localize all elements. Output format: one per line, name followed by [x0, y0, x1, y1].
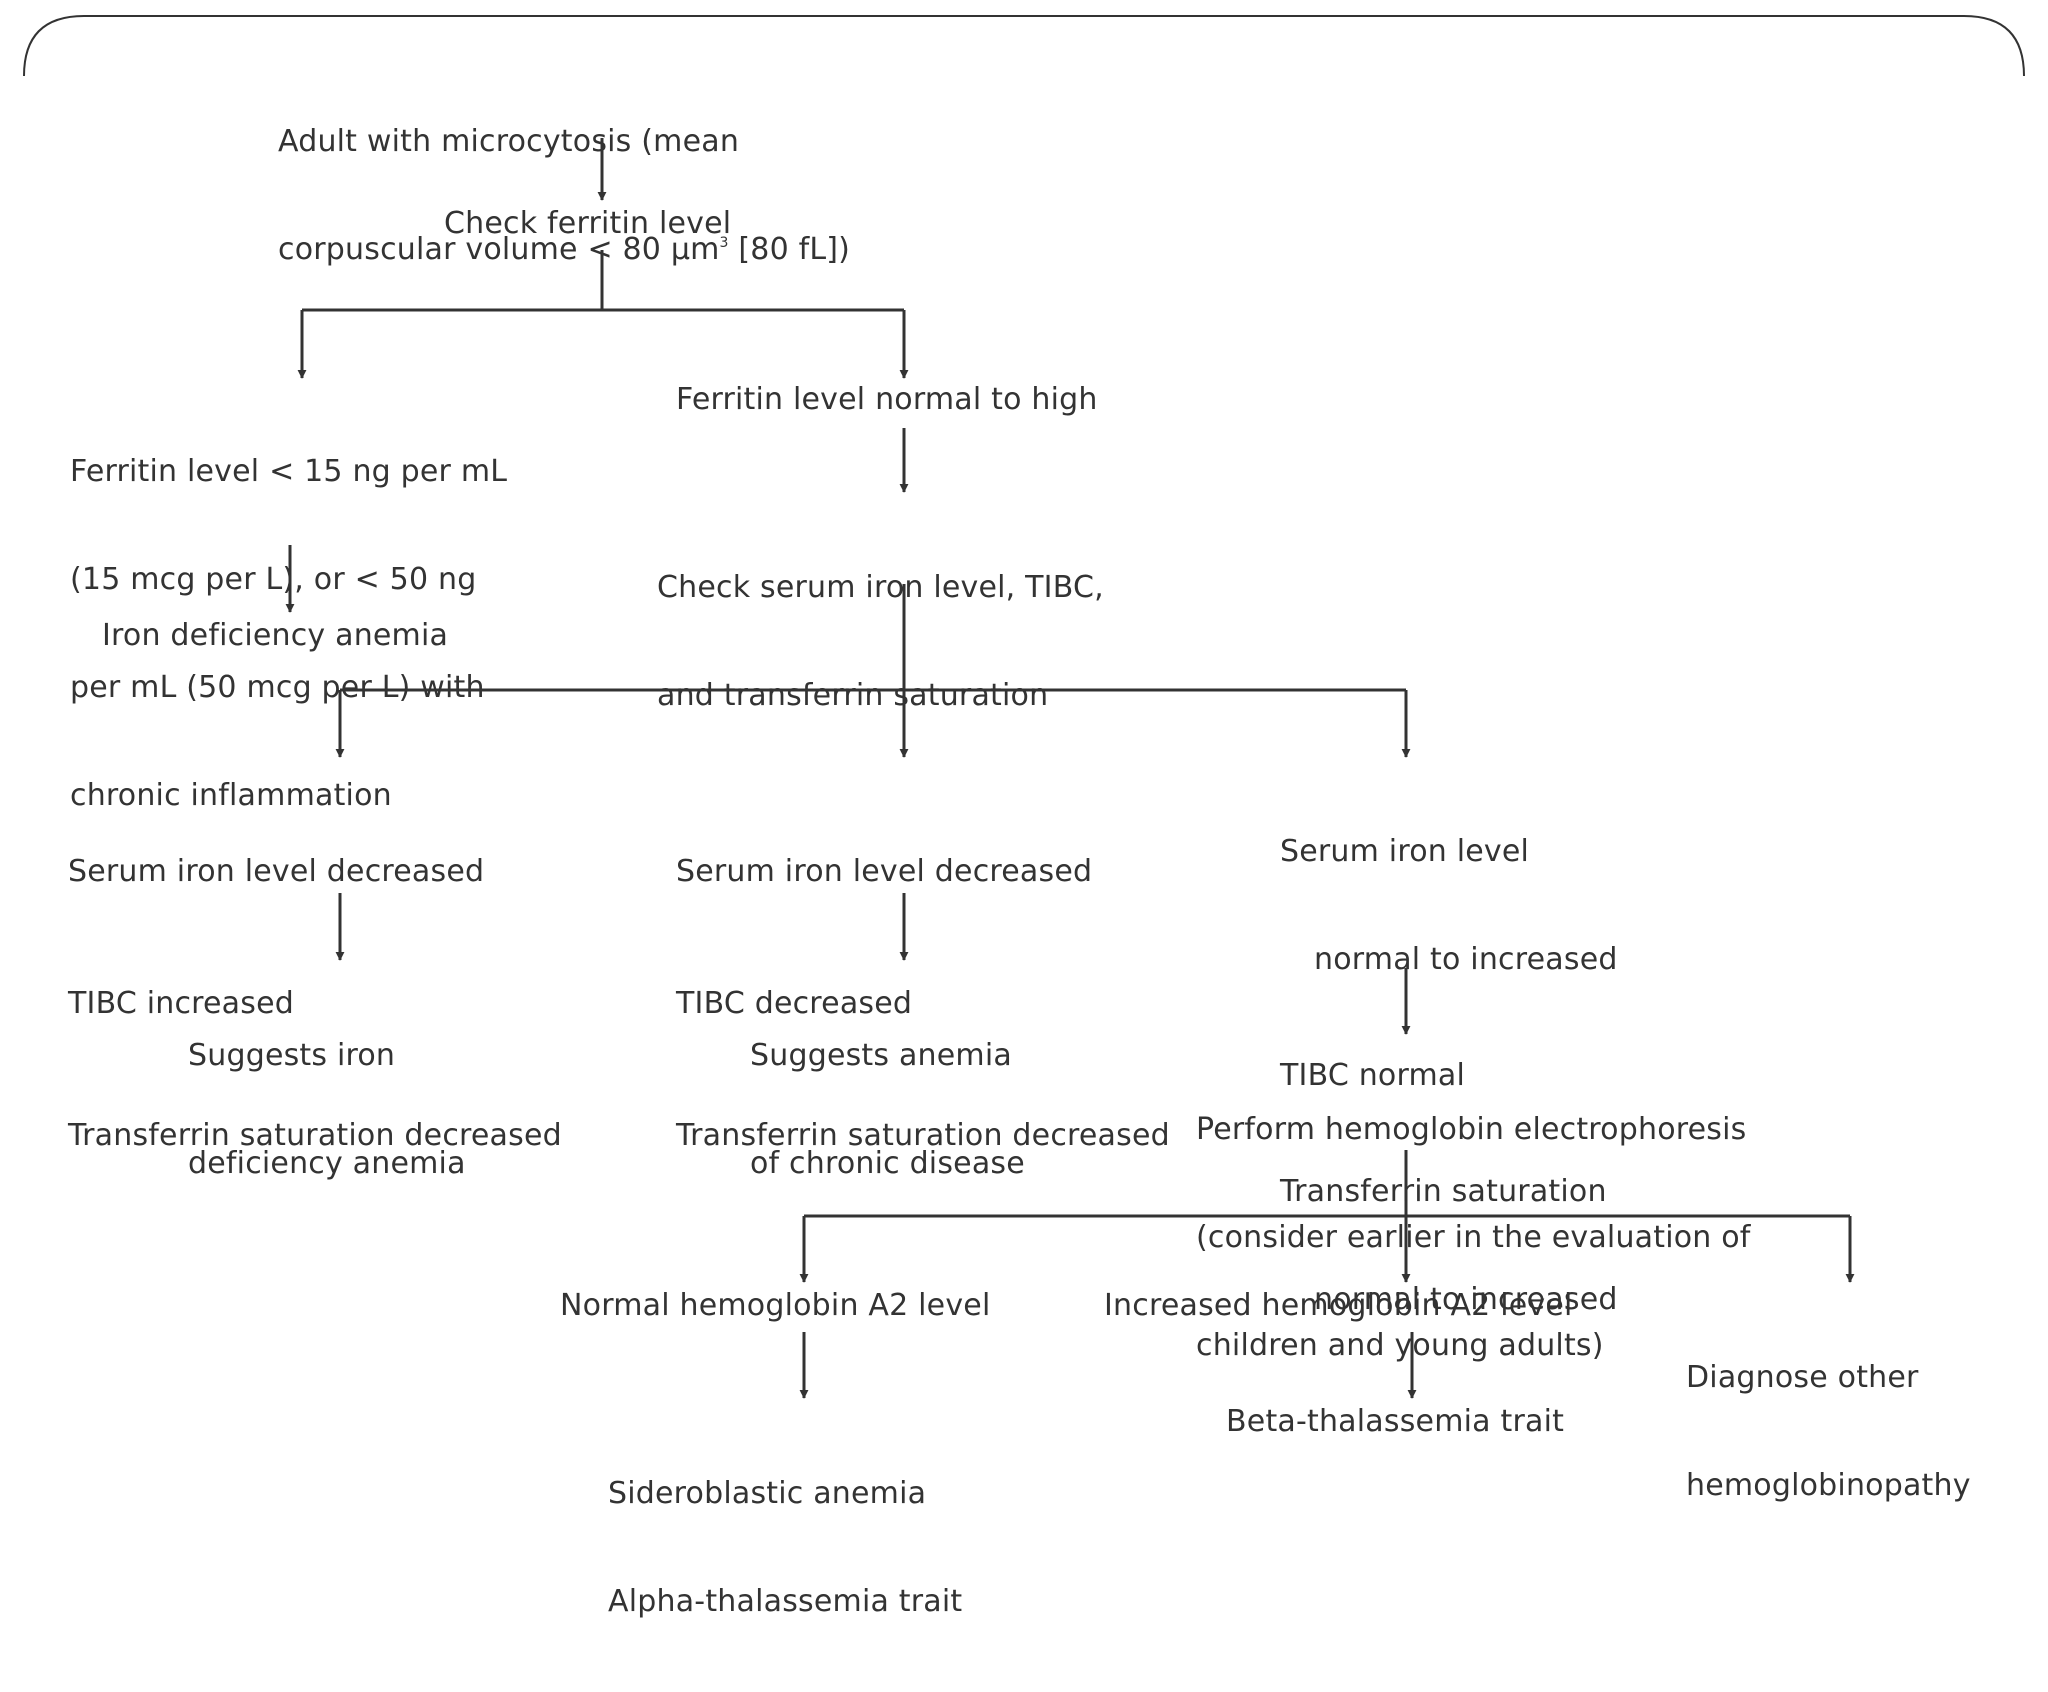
node-beta-thalassemia: Beta-thalassemia trait — [1226, 1404, 1565, 1439]
flowchart-canvas: Adult with microcytosis (mean corpuscula… — [23, 15, 2025, 1619]
node-check-serum-line: Check serum iron level, TIBC, — [657, 570, 1104, 605]
branch-b-serum: Serum iron level decreased — [676, 854, 1093, 889]
node-iron-deficiency-anemia: Iron deficiency anemia — [102, 618, 449, 653]
node-electrophoresis: Perform hemoglobin electrophoresis (cons… — [1196, 1040, 1751, 1436]
branch-c-serum: Serum iron level — [1280, 834, 1530, 869]
other-line: Diagnose other — [1686, 1360, 1919, 1395]
suggests-acd-line: Suggests anemia — [750, 1038, 1012, 1073]
sideroblastic-line: Sideroblastic anemia — [608, 1476, 927, 1511]
sideroblastic-line: Alpha-thalassemia trait — [608, 1584, 963, 1619]
node-branch-a: Serum iron level decreased TIBC increase… — [68, 762, 562, 1246]
node-start-line2-text: corpuscular volume < 80 µm — [278, 232, 720, 267]
connector-layer — [23, 15, 2025, 1399]
node-suggests-acd: Suggests anemia of chronic disease — [750, 966, 1025, 1254]
branch-c-saturation: Transferrin saturation — [1280, 1174, 1607, 1209]
node-check-serum-line: and transferrin saturation — [657, 678, 1049, 713]
slide-frame-border — [23, 15, 2025, 77]
node-start: Adult with microcytosis (mean corpuscula… — [278, 52, 850, 340]
suggests-acd-line: of chronic disease — [750, 1146, 1025, 1181]
node-ferritin-low-line: (15 mcg per L), or < 50 ng — [70, 562, 477, 597]
suggests-ida-line: Suggests iron — [188, 1038, 396, 1073]
split-serum — [340, 584, 1406, 692]
branch-b-tibc: TIBC decreased — [676, 986, 913, 1021]
node-other-hemoglobinopathy: Diagnose other hemoglobinopathy — [1686, 1288, 1971, 1576]
other-line: hemoglobinopathy — [1686, 1468, 1971, 1503]
node-normal-a2: Normal hemoglobin A2 level — [560, 1288, 991, 1323]
node-ferritin-low-line: Ferritin level < 15 ng per mL — [70, 454, 508, 489]
node-check-ferritin: Check ferritin level — [444, 206, 732, 241]
branch-c-saturation-cont: normal to increased — [1314, 1282, 1618, 1317]
node-branch-b: Serum iron level decreased TIBC decrease… — [676, 762, 1170, 1246]
node-branch-c: Serum iron level normal to increased TIB… — [1280, 762, 1618, 1390]
node-start-line2-tail: [80 fL]) — [728, 232, 851, 267]
node-check-serum: Check serum iron level, TIBC, and transf… — [657, 498, 1104, 786]
node-ferritin-low: Ferritin level < 15 ng per mL (15 mcg pe… — [70, 382, 507, 886]
node-sideroblastic: Sideroblastic anemia Alpha-thalassemia t… — [608, 1404, 962, 1692]
suggests-ida-line: deficiency anemia — [188, 1146, 466, 1181]
branch-a-serum: Serum iron level decreased — [68, 854, 485, 889]
node-increased-a2: Increased hemoglobin A2 level — [1104, 1288, 1573, 1323]
node-ferritin-low-line: per mL (50 mcg per L) with — [70, 670, 485, 705]
node-start-superscript: 3 — [719, 235, 729, 251]
branch-c-tibc: TIBC normal — [1280, 1058, 1466, 1093]
node-ferritin-normal-high: Ferritin level normal to high — [676, 382, 1098, 417]
node-start-line1: Adult with microcytosis (mean — [278, 124, 740, 159]
branch-a-tibc: TIBC increased — [68, 986, 294, 1021]
node-start-line2: corpuscular volume < 80 µm3 [80 fL]) — [278, 232, 850, 268]
split-electrophoresis — [804, 1150, 1850, 1218]
split-ferritin — [302, 250, 904, 312]
node-suggests-ida: Suggests iron deficiency anemia — [188, 966, 466, 1254]
electrophoresis-line: Perform hemoglobin electrophoresis — [1196, 1112, 1747, 1147]
electrophoresis-line: children and young adults) — [1196, 1328, 1604, 1363]
electrophoresis-line: (consider earlier in the evaluation of — [1196, 1220, 1751, 1255]
branch-c-serum-cont: normal to increased — [1314, 942, 1618, 977]
branch-b-saturation: Transferrin saturation decreased — [676, 1118, 1170, 1153]
branch-a-saturation: Transferrin saturation decreased — [68, 1118, 562, 1153]
node-ferritin-low-line: chronic inflammation — [70, 778, 392, 813]
